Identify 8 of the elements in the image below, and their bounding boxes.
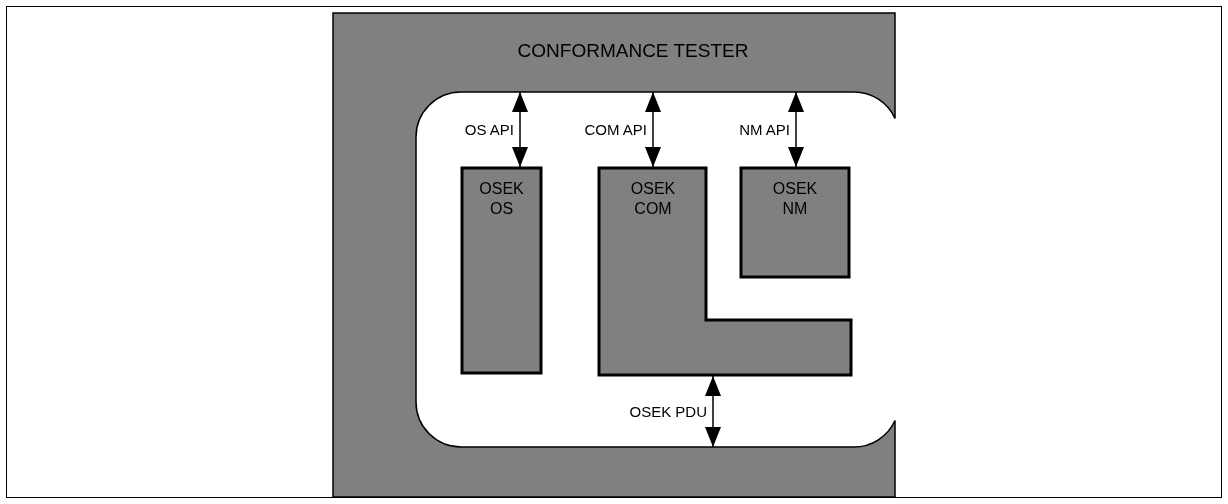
block-label: OSEK NM bbox=[771, 179, 819, 219]
block-title: CONFORMANCE TESTER bbox=[516, 41, 750, 61]
block-label: OSEK OS bbox=[478, 179, 525, 219]
double-arrow bbox=[645, 91, 661, 168]
double-arrow bbox=[788, 91, 804, 168]
double-arrow bbox=[705, 375, 721, 448]
block-label: OSEK COM bbox=[629, 179, 677, 219]
double-arrow bbox=[512, 91, 528, 168]
